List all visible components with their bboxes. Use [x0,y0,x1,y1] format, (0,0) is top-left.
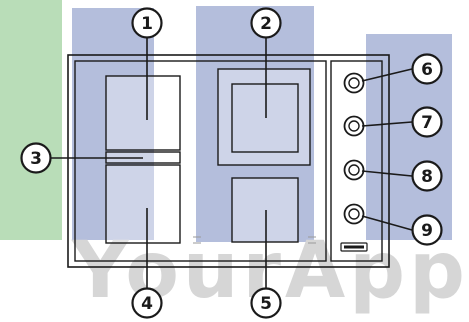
cooktop-outer-frame [67,54,390,268]
callout-circle [411,160,443,192]
brand-badge [340,242,368,252]
callout-2: 2 [250,7,282,39]
callout-circle [250,287,282,319]
callout-number: 5 [260,294,272,314]
control-knob-2[interactable] [343,115,365,137]
watermark-blue-block-1 [72,8,154,240]
callout-6: 6 [411,53,443,85]
control-knob-3[interactable] [343,159,365,181]
callout-3: 3 [20,142,52,174]
right-front-zone [231,177,299,243]
zone-marks [193,236,316,244]
callout-circle [20,142,52,174]
right-rear-zone-outer [217,68,311,166]
control-panel [330,60,383,262]
callout-8: 8 [411,160,443,192]
callout-number: 7 [421,113,433,133]
callout-circle [131,7,163,39]
callout-1: 1 [131,7,163,39]
callout-9: 9 [411,214,443,246]
callout-number: 9 [421,221,433,241]
control-knob-4[interactable] [343,203,365,225]
control-knob-1[interactable] [343,72,365,94]
watermark-green-block [0,0,62,240]
callout-number: 1 [141,14,153,34]
callout-number: 6 [421,60,433,80]
leader-8 [361,170,413,177]
callouts: 1 2 3 4 5 6 7 8 9 [20,7,443,319]
callout-circle [250,7,282,39]
right-rear-zone [231,83,299,153]
callout-5: 5 [250,287,282,319]
callout-7: 7 [411,106,443,138]
callout-number: 2 [260,14,272,34]
cooktop-glass-panel [74,60,327,262]
leader-7 [361,121,413,127]
callout-number: 3 [30,149,42,169]
callout-circle [411,106,443,138]
callout-number: 8 [421,167,433,187]
callout-circle [411,53,443,85]
watermark-blue-block-2 [196,6,314,242]
leader-9 [361,215,413,231]
callout-circle [131,287,163,319]
left-rear-zone [105,75,181,151]
callout-circle [411,214,443,246]
leader-6 [361,68,413,82]
left-front-zone [105,164,181,244]
callout-number: 4 [141,294,153,314]
cooktop [67,54,390,268]
leader-lines [50,38,413,288]
callout-4: 4 [131,287,163,319]
